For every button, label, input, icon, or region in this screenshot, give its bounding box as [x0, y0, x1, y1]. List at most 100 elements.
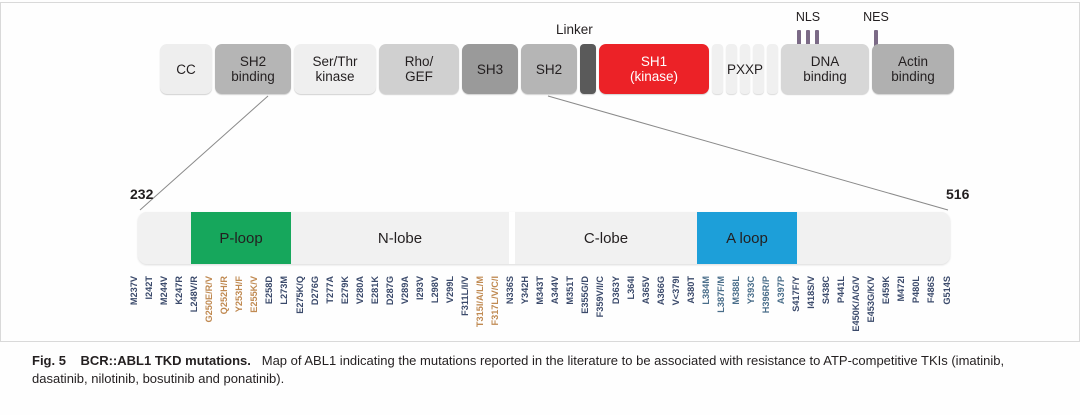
mutation-label[interactable]: K247R [174, 276, 185, 305]
kinase-domain-bar: P-loop N-lobe C-lobe A loop [138, 212, 950, 264]
domain-sh3-line1: SH3 [476, 61, 504, 77]
domain-ser-thr-line2: kinase [315, 69, 355, 84]
kinase-segment-p-loop[interactable]: P-loop [191, 212, 291, 264]
domain-rho-gef-line2: GEF [405, 69, 433, 84]
mutation-label[interactable]: H396R/P [760, 276, 771, 314]
mutation-label[interactable]: G250E/R/V [204, 276, 215, 323]
kinase-segment-divider [509, 212, 515, 264]
kinase-segment-n-lobe[interactable]: N-lobe [291, 212, 509, 264]
nes-tick-1 [874, 30, 878, 48]
mutation-label[interactable]: F359V/I/C [595, 276, 606, 318]
domain-rho-gef[interactable]: Rho/ GEF [379, 44, 459, 94]
kinase-segment-a-loop[interactable]: A loop [697, 212, 797, 264]
nls-tick-3 [815, 30, 819, 48]
pxxp-repeat-bars [712, 44, 778, 94]
mutation-label[interactable]: F486S [926, 276, 937, 304]
nls-tick-1 [797, 30, 801, 48]
mutation-label[interactable]: E281K [369, 276, 380, 305]
kinase-segment-pad-right [797, 212, 950, 264]
mutation-label[interactable]: A397P [776, 276, 787, 305]
mutation-label[interactable]: T277A [324, 276, 335, 304]
figure-caption: Fig. 5 BCR::ABL1 TKD mutations. Map of A… [32, 352, 1042, 387]
nes-label: NES [863, 10, 889, 24]
mutation-label[interactable]: M343T [535, 276, 546, 305]
mutation-label[interactable]: A380T [685, 276, 696, 304]
figure-top-border [0, 2, 1080, 3]
domain-pxxp-label: PXXP [726, 61, 764, 77]
mutation-label[interactable]: V280A [354, 276, 365, 305]
mutation-label[interactable]: N336S [505, 276, 516, 305]
mutation-label[interactable]: E450K/A/G/V [851, 276, 862, 332]
pxxp-bar-1 [712, 44, 723, 94]
mutation-label[interactable]: M244V [159, 276, 170, 306]
domain-dna-line2: binding [803, 69, 847, 84]
kinase-segment-c-lobe[interactable]: C-lobe [515, 212, 697, 264]
domain-sh2-line1: SH2 [535, 61, 563, 77]
mutation-label[interactable]: L248V/R [189, 276, 200, 313]
mutation-label[interactable]: A366G [655, 276, 666, 306]
domain-dna-binding[interactable]: DNA binding [781, 44, 869, 94]
protein-domain-bar: CC SH2 binding Ser/Thr kinase Rho/ GEF S… [160, 44, 954, 94]
mutation-label[interactable]: A365V [640, 276, 651, 305]
domain-linker-block[interactable] [580, 44, 596, 94]
domain-sh2-binding-line1: SH2 [239, 54, 267, 69]
domain-sh2-binding[interactable]: SH2 binding [215, 44, 291, 94]
domain-cc-line1: CC [176, 61, 196, 77]
mutation-label[interactable]: L298V [429, 276, 440, 304]
mutation-label[interactable]: I293V [414, 276, 425, 301]
mutation-label[interactable]: L384M [700, 276, 711, 305]
figure-number: Fig. 5 [32, 353, 66, 368]
kinase-segment-pad-left [138, 212, 191, 264]
mutation-label[interactable]: P441L [836, 276, 847, 304]
mutation-label[interactable]: L387F/M [715, 276, 726, 313]
mutation-label[interactable]: D276G [309, 276, 320, 306]
domain-sh3[interactable]: SH3 [462, 44, 518, 94]
domain-sh2-binding-line2: binding [231, 69, 275, 84]
mutation-label[interactable]: F317L/V/C/I [490, 276, 501, 326]
pxxp-bar-5 [767, 44, 778, 94]
mutation-label[interactable]: F311L/I/V [460, 276, 471, 316]
mutation-label[interactable]: E275K/Q [294, 276, 305, 314]
linker-label: Linker [556, 22, 593, 37]
domain-ser-thr-kinase[interactable]: Ser/Thr kinase [294, 44, 376, 94]
domain-actin-binding[interactable]: Actin binding [872, 44, 954, 94]
mutation-label[interactable]: L364I [625, 276, 636, 300]
domain-actin-line1: Actin [897, 54, 928, 69]
domain-sh1-line2: (kinase) [629, 69, 678, 84]
mutation-label[interactable]: T315I/A/L/M [475, 276, 486, 328]
mutation-label[interactable]: Y342H [520, 276, 531, 305]
mutation-label[interactable]: D363Y [610, 276, 621, 305]
domain-cc[interactable]: CC [160, 44, 212, 94]
residue-range-end: 516 [946, 186, 970, 202]
figure-caption-text: Map of ABL1 indicating the mutations rep… [32, 353, 1005, 386]
mutation-label[interactable]: M388L [730, 276, 741, 305]
domain-sh2[interactable]: SH2 [521, 44, 577, 94]
mutation-label[interactable]: S438C [821, 276, 832, 305]
mutation-label[interactable]: D287G [384, 276, 395, 306]
mutation-label[interactable]: S417F/Y [791, 276, 802, 312]
domain-rho-gef-line1: Rho/ [404, 54, 434, 69]
pxxp-bar-2 [725, 44, 737, 94]
kinase-segment-n-lobe-label: N-lobe [377, 229, 423, 247]
mutation-label[interactable]: M237V [129, 276, 139, 306]
mutation-label[interactable]: E279K [339, 276, 350, 305]
mutation-label[interactable]: L273M [279, 276, 290, 305]
pxxp-bar-4 [753, 44, 765, 94]
mutation-label[interactable]: G514S [941, 276, 952, 305]
kinase-segment-p-loop-label: P-loop [219, 229, 263, 247]
mutation-label[interactable]: V<379I [670, 276, 681, 306]
domain-pxxp[interactable]: PXXP [712, 44, 778, 94]
domain-dna-line1: DNA [810, 54, 840, 69]
kinase-segment-a-loop-label: A loop [726, 229, 768, 247]
domain-actin-line2: binding [891, 69, 935, 84]
mutation-label[interactable]: I418S/V [806, 276, 817, 309]
mutation-label[interactable]: I242T [144, 276, 155, 300]
domain-ser-thr-line1: Ser/Thr [312, 54, 358, 69]
mutation-label[interactable]: V289A [399, 276, 410, 305]
mutation-label[interactable]: Y393C [745, 276, 756, 305]
domain-sh1-kinase[interactable]: SH1 (kinase) [599, 44, 709, 94]
nls-tick-2 [806, 30, 810, 48]
mutation-label[interactable]: V299L [444, 276, 455, 304]
